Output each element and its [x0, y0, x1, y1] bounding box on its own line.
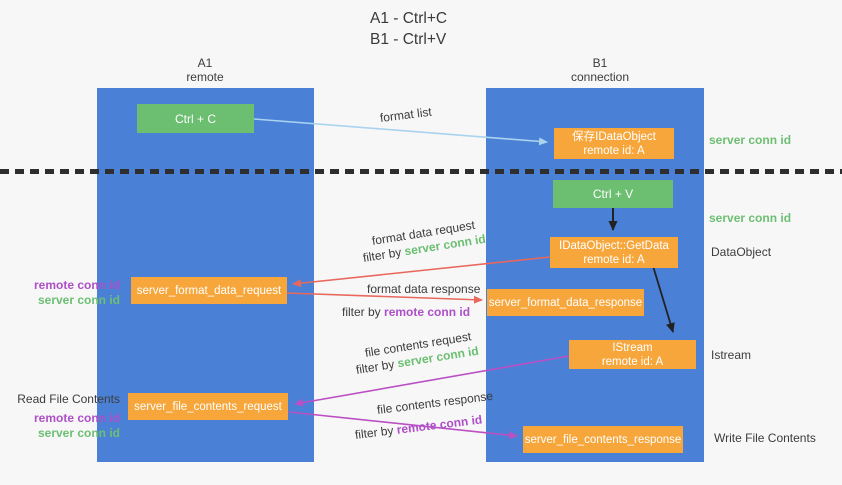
node-istream-line1: IStream: [612, 341, 653, 354]
node-istream-line2: remote id: A: [601, 355, 664, 368]
label-filter-remote-1: filter by remote conn id: [342, 305, 470, 319]
label-server-conn-id-left-1: server conn id: [37, 293, 120, 307]
lane-header-b1: B1 connection: [540, 56, 660, 84]
label-read-file-contents: Read File Contents: [17, 392, 120, 406]
label-server-conn-id-left-2: server conn id: [37, 426, 120, 440]
node-save-idataobject-line2: remote id: A: [583, 144, 645, 157]
filter-by-text: filter by: [354, 423, 395, 442]
filter-by-text: filter by: [354, 357, 396, 377]
label-filter-remote-2: filter by remote conn id: [354, 412, 483, 442]
lane-b1-subtitle: connection: [570, 70, 630, 84]
node-ctrl-c-label: Ctrl + C: [174, 111, 216, 126]
node-getdata-line2: remote id: A: [583, 253, 645, 266]
label-format-data-response: format data response: [367, 282, 481, 296]
node-istream: IStream remote id: A: [569, 340, 696, 369]
remote-conn-id-text: remote conn id: [384, 305, 471, 319]
title-line-2: B1 - Ctrl+V: [370, 31, 447, 48]
node-ctrl-v: Ctrl + V: [553, 180, 673, 208]
node-server-format-data-response: server_format_data_response: [487, 289, 644, 316]
label-remote-conn-id-left-2: remote conn id: [33, 411, 120, 425]
label-write-file-contents: Write File Contents: [714, 431, 816, 445]
filter-by-text: filter by: [361, 245, 403, 265]
label-server-conn-id-mid-right: server conn id: [709, 211, 792, 225]
node-ctrl-c: Ctrl + C: [137, 104, 254, 133]
node-save-idataobject-line1: 保存IDataObject: [572, 130, 656, 143]
diagram-title: A1 - Ctrl+C B1 - Ctrl+V: [370, 8, 447, 50]
title-line-1: A1 - Ctrl+C: [370, 10, 448, 27]
remote-conn-id-text: remote conn id: [395, 412, 483, 437]
node-format-request-label: server_format_data_request: [136, 284, 282, 297]
node-server-file-contents-response: server_file_contents_response: [523, 426, 683, 453]
dotted-divider: [0, 169, 842, 174]
lane-header-a1: A1 remote: [145, 56, 265, 84]
lane-a1-subtitle: remote: [186, 70, 224, 84]
node-server-format-data-request: server_format_data_request: [131, 277, 287, 304]
node-format-response-label: server_format_data_response: [488, 296, 643, 309]
lane-b1-name: B1: [592, 56, 608, 70]
node-server-file-contents-request: server_file_contents_request: [128, 393, 288, 420]
node-file-request-label: server_file_contents_request: [134, 400, 282, 413]
label-istream: Istream: [711, 348, 752, 362]
node-getdata-line1: IDataObject::GetData: [559, 239, 669, 252]
label-server-conn-id-top-right: server conn id: [709, 133, 792, 147]
label-format-list: format list: [379, 104, 433, 125]
node-save-idataobject: 保存IDataObject remote id: A: [554, 128, 674, 159]
label-remote-conn-id-left-1: remote conn id: [33, 278, 120, 292]
lane-a1-name: A1: [197, 56, 213, 70]
node-ctrl-v-label: Ctrl + V: [592, 187, 634, 201]
node-file-response-label: server_file_contents_response: [524, 433, 682, 446]
filter-by-text: filter by: [342, 305, 381, 319]
node-idataobject-getdata: IDataObject::GetData remote id: A: [550, 237, 678, 268]
label-dataobject: DataObject: [711, 245, 772, 259]
